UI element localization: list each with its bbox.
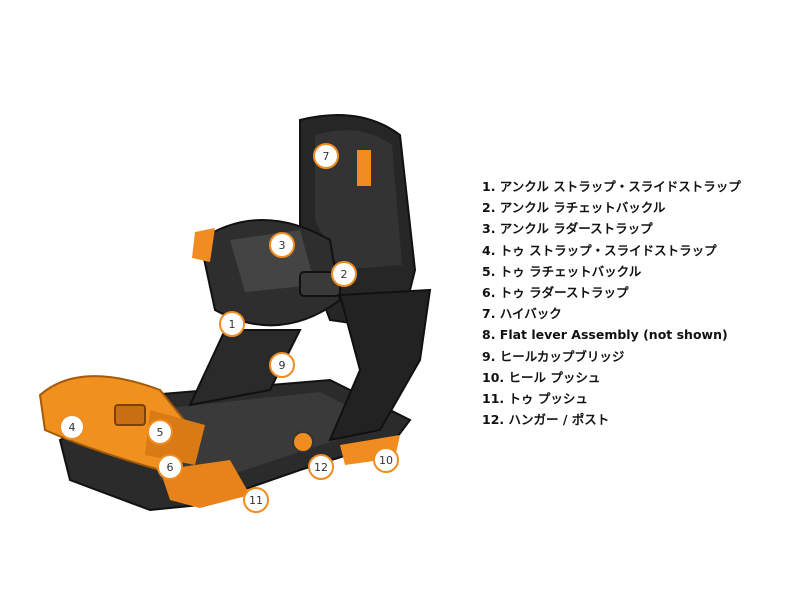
highback-inner [315, 130, 402, 270]
toe-push [160, 460, 250, 508]
legend-item: 8. Flat lever Assembly (not shown) [482, 327, 728, 343]
callout-7[interactable]: 7 [313, 143, 339, 169]
legend-item: 9. ヒールカップブリッジ [482, 348, 625, 364]
callout-4[interactable]: 4 [59, 414, 85, 440]
toe-buckle [114, 404, 146, 426]
callout-3[interactable]: 3 [269, 232, 295, 258]
callout-5[interactable]: 5 [147, 419, 173, 445]
callout-11[interactable]: 11 [243, 487, 269, 513]
highback-logo-mark [357, 150, 371, 186]
heelcup-bridge [188, 329, 302, 407]
callout-1[interactable]: 1 [219, 311, 245, 337]
footbed [150, 392, 385, 485]
callout-9[interactable]: 9 [269, 352, 295, 378]
legend-item: 12. ハンガー / ポスト [482, 412, 610, 428]
legend-item: 2. アンクル ラチェットバックル [482, 200, 666, 216]
legend-item: 1. アンクル ストラップ・スライドストラップ [482, 179, 741, 194]
legend-item: 5. トゥ ラチェットバックル [482, 263, 642, 279]
heel-cup [328, 288, 432, 442]
callout-10[interactable]: 10 [373, 447, 399, 473]
callout-6[interactable]: 6 [157, 454, 183, 480]
hanger-post [292, 431, 314, 453]
legend-item: 11. トゥ プッシュ [482, 390, 588, 406]
ankle-strap-accent [192, 228, 215, 262]
parts-legend: 1. アンクル ストラップ・スライドストラップ 2. アンクル ラチェットバック… [482, 176, 741, 430]
legend-item: 4. トゥ ストラップ・スライドストラップ [482, 242, 717, 258]
legend-item: 3. アンクル ラダーストラップ [482, 221, 653, 237]
callout-2[interactable]: 2 [331, 261, 357, 287]
legend-item: 10. ヒール プッシュ [482, 369, 601, 385]
legend-item: 6. トゥ ラダーストラップ [482, 284, 629, 300]
callout-12[interactable]: 12 [308, 454, 334, 480]
legend-item: 7. ハイバック [482, 306, 562, 322]
